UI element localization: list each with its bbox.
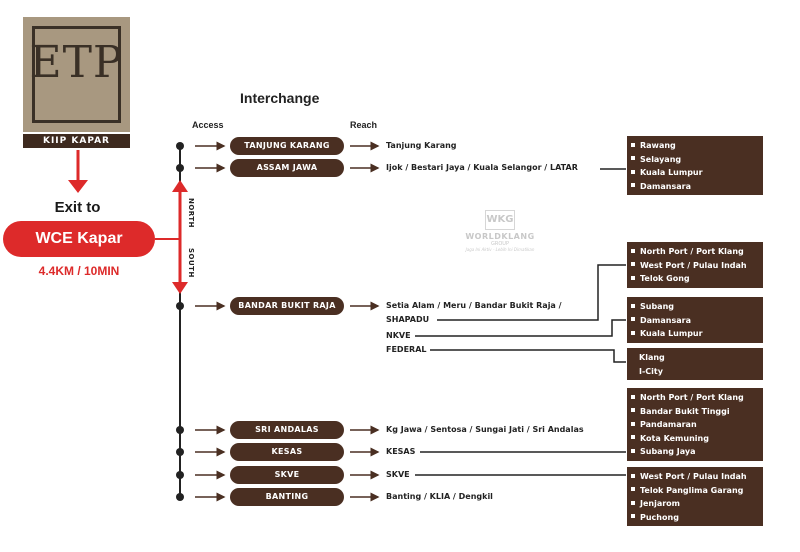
interchange-tanjung-karang: TANJUNG KARANG <box>230 137 344 155</box>
bullet-icon <box>631 514 635 518</box>
access-header: Access <box>192 120 224 130</box>
bullet-icon <box>631 142 635 147</box>
destination-item: Kuala Lumpur <box>631 166 759 180</box>
reach-sri-andalas: Kg Jawa / Sentosa / Sungai Jati / Sri An… <box>386 425 584 434</box>
reach-header: Reach <box>350 120 378 130</box>
bullet-icon <box>631 248 635 253</box>
logo-frame <box>32 26 121 123</box>
bullet-icon <box>631 169 635 174</box>
interchange-assam-jawa: ASSAM JAWA <box>230 159 344 177</box>
bullet-icon <box>631 156 635 160</box>
bullet-icon <box>631 435 635 439</box>
bullet-icon <box>631 317 635 321</box>
bullet-icon <box>631 408 635 412</box>
north-label: NORTH <box>187 198 195 229</box>
bullet-icon <box>631 473 635 478</box>
destination-item: Bandar Bukit Tinggi <box>631 405 759 419</box>
destination-item: Pandamaran <box>631 418 759 432</box>
bullet-icon <box>631 487 635 491</box>
interchange-header: Interchange <box>240 90 320 106</box>
bullet-icon <box>631 303 635 308</box>
destination-item: Puchong <box>631 511 759 525</box>
destination-item: Kota Kemuning <box>631 432 759 446</box>
destination-item: Damansara <box>631 180 759 194</box>
destination-item: Selayang <box>631 153 759 167</box>
destination-item: Jenjarom <box>631 497 759 511</box>
logo-text: ETP <box>29 37 124 88</box>
reach-shapadu: SHAPADU <box>386 315 430 324</box>
reach-tanjung-karang: Tanjung Karang <box>386 141 457 150</box>
reach-bandar-bukit-raja: Setia Alam / Meru / Bandar Bukit Raja / <box>386 301 562 310</box>
reach-federal: FEDERAL <box>386 345 427 354</box>
destination-box: North Port / Port Klang Bandar Bukit Tin… <box>627 388 763 461</box>
wm-group: GROUP <box>491 241 509 247</box>
destination-box: Subang Damansara Kuala Lumpur <box>627 297 763 343</box>
destination-item: Damansara <box>631 314 759 328</box>
interchange-skve: SKVE <box>230 466 344 484</box>
south-arrow <box>172 282 188 294</box>
destination-item: West Port / Pulau Indah <box>631 259 759 273</box>
reach-nkve: NKVE <box>386 331 411 340</box>
interchange-banting: BANTING <box>230 488 344 506</box>
logo-subtitle: KIIP KAPAR <box>23 134 130 148</box>
wm-tagline: Jaga Ini Aktiv - Lebih Ini Dimatikan <box>465 247 535 252</box>
reach-assam-jawa: Ijok / Bestari Jaya / Kuala Selangor / L… <box>386 163 578 172</box>
destination-box: Klang I-City <box>627 348 763 380</box>
reach-kesas: KESAS <box>386 447 416 456</box>
destination-item: Kuala Lumpur <box>631 327 759 341</box>
interchange-bandar-bukit-raja: BANDAR BUKIT RAJA <box>230 297 344 315</box>
destination-item: Subang <box>631 300 759 314</box>
destination-item: Rawang <box>631 139 759 153</box>
destination-item: Telok Panglima Garang <box>631 484 759 498</box>
destination-item: Telok Gong <box>631 272 759 286</box>
wkg-logo: WKG <box>485 210 515 230</box>
exit-down-arrow <box>68 180 88 193</box>
bullet-icon <box>631 275 635 280</box>
destination-box: Rawang Selayang Kuala Lumpur Damansara <box>627 136 763 195</box>
bullet-icon <box>631 448 635 453</box>
wm-name: WORLDKLANG <box>465 232 535 241</box>
bullet-icon <box>631 421 635 426</box>
interchange-kesas: KESAS <box>230 443 344 461</box>
south-label: SOUTH <box>187 248 195 278</box>
reach-banting: Banting / KLIA / Dengkil <box>386 492 493 501</box>
worldklang-watermark: WKG WORLDKLANG GROUP Jaga Ini Aktiv - Le… <box>450 207 550 252</box>
north-arrow <box>172 180 188 192</box>
interchange-sri-andalas: SRI ANDALAS <box>230 421 344 439</box>
bullet-icon <box>631 183 635 187</box>
destination-item: Klang <box>639 353 665 362</box>
exit-label: Exit to <box>54 199 101 216</box>
exit-destination-pill: WCE Kapar <box>3 221 155 257</box>
bullet-icon <box>631 330 635 335</box>
destination-box: North Port / Port Klang West Port / Pula… <box>627 242 763 288</box>
bullet-icon <box>631 500 635 505</box>
destination-item: West Port / Pulau Indah <box>631 470 759 484</box>
destination-item: I-City <box>639 366 663 376</box>
reach-skve: SKVE <box>386 470 410 479</box>
destination-item: Subang Jaya <box>631 445 759 459</box>
bullet-icon <box>631 262 635 266</box>
destination-item: North Port / Port Klang <box>631 245 759 259</box>
exit-distance: 4.4KM / 10MIN <box>38 264 120 278</box>
destination-item: North Port / Port Klang <box>631 391 759 405</box>
destination-box: West Port / Pulau Indah Telok Panglima G… <box>627 467 763 526</box>
bullet-icon <box>631 394 635 399</box>
etp-logo: ETP <box>23 17 130 132</box>
